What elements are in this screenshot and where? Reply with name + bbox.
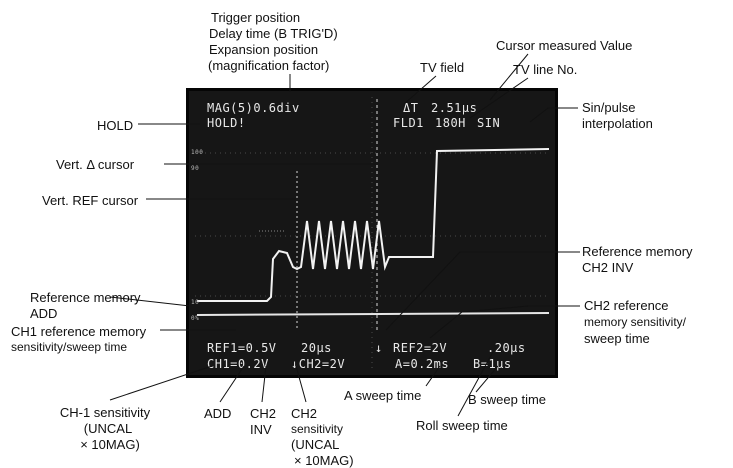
- leader-ref-mem-ch2-inv: [386, 252, 580, 330]
- leader-b-sweep: [476, 366, 498, 392]
- leader-ch2-ref: [430, 306, 580, 338]
- leader-cursor-value: [490, 54, 528, 100]
- leader-tv-line: [470, 78, 528, 118]
- leader-ref-mem-add: [110, 297, 190, 306]
- leader-roll-sweep: [458, 350, 494, 416]
- leader-add: [220, 366, 244, 402]
- leader-tv-field: [404, 76, 436, 104]
- leader-sin-pulse: [530, 108, 578, 122]
- leader-ch1-sens: [110, 366, 212, 400]
- leader-a-sweep: [426, 366, 440, 386]
- leader-ch2-inv: [262, 366, 266, 402]
- leader-ch2-sens: [296, 366, 306, 402]
